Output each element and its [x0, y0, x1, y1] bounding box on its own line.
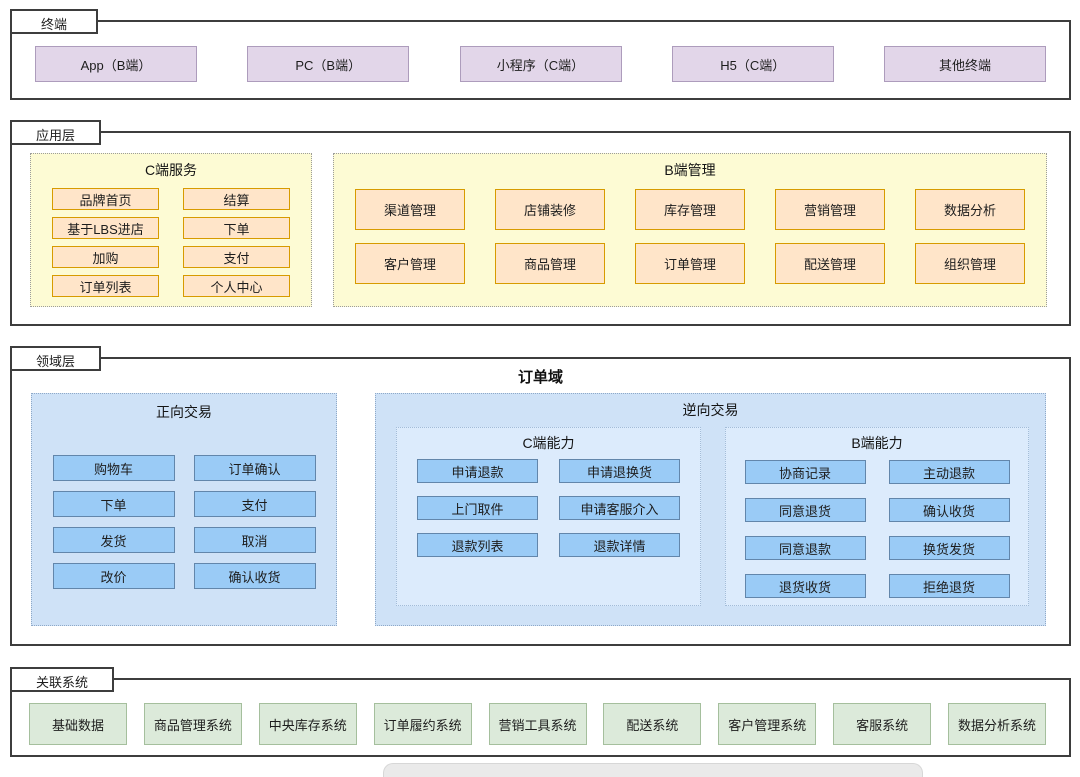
b-management-box: 库存管理 — [635, 189, 745, 230]
forward-trade-box: 购物车 — [52, 455, 175, 481]
domain-layer: 领域层 订单域 正向交易 购物车订单确认下单支付发货取消改价确认收货 逆向交易 … — [10, 346, 1071, 646]
b-capability-box: 拒绝退货 — [888, 574, 1010, 598]
order-domain-title: 订单域 — [517, 369, 563, 386]
application-layer: 应用层 C端服务 品牌首页 结算基于LBS进店 下单加购 支付订单列表 个人中心 B端管… — [10, 120, 1071, 326]
b-management-box: 店铺装修 — [495, 189, 605, 230]
related-systems-tab: 关联系统 — [10, 667, 115, 692]
related-system-box: 客户管理系统 — [718, 703, 817, 745]
b-management-box: 配送管理 — [775, 243, 885, 284]
forward-trade-box: 订单确认 — [193, 455, 316, 481]
forward-trade-box: 确认收货 — [193, 563, 316, 589]
b-management-box: 营销管理 — [775, 189, 885, 230]
related-systems-row: 基础数据商品管理系统中央库存系统订单履约系统营销工具系统配送系统客户管理系统客服… — [29, 703, 1046, 745]
terminal-box: App（B端） — [35, 46, 197, 82]
forward-trade-box: 改价 — [52, 563, 175, 589]
b-capability-box: 换货发货 — [888, 536, 1010, 560]
forward-trade-panel: 正向交易 购物车订单确认下单支付发货取消改价确认收货 — [31, 393, 337, 626]
related-system-box: 商品管理系统 — [143, 703, 242, 745]
b-capability-grid: 协商记录主动退款同意退货确认收货同意退款换货发货退货收货拒绝退货 — [726, 460, 1028, 598]
b-capability-box: 协商记录 — [744, 460, 866, 484]
b-capability-panel: B端能力 协商记录主动退款同意退货确认收货同意退款换货发货退货收货拒绝退货 — [725, 427, 1029, 606]
c-service-box: 结算 — [183, 188, 290, 210]
terminal-box: 其他终端 — [884, 46, 1046, 82]
reverse-trade-title: 逆向交易 — [682, 402, 739, 418]
forward-trade-box: 下单 — [52, 491, 175, 517]
forward-trade-box: 支付 — [193, 491, 316, 517]
c-capability-box: 申请退款 — [417, 459, 538, 483]
c-service-title: C端服务 — [144, 162, 198, 178]
related-systems-layer: 关联系统 基础数据商品管理系统中央库存系统订单履约系统营销工具系统配送系统客户管… — [10, 667, 1071, 757]
related-system-box: 数据分析系统 — [948, 703, 1046, 745]
b-management-title: B端管理 — [664, 162, 716, 178]
application-layer-tab: 应用层 — [10, 120, 102, 145]
terminal-box: 小程序（C端） — [459, 46, 622, 82]
terminal-row: App（B端） PC（B端） 小程序（C端） H5（C端） 其他终端 — [35, 46, 1046, 82]
forward-trade-title: 正向交易 — [156, 404, 212, 420]
c-capability-box: 申请退换货 — [559, 459, 680, 483]
c-service-box: 基于LBS进店 — [52, 217, 159, 239]
b-capability-box: 同意退货 — [744, 498, 866, 522]
forward-trade-box: 发货 — [52, 527, 175, 553]
b-management-box: 商品管理 — [495, 243, 605, 284]
c-capability-box: 申请客服介入 — [559, 496, 680, 520]
b-management-panel: B端管理 渠道管理店铺装修库存管理营销管理数据分析客户管理商品管理订单管理配送管… — [333, 153, 1047, 307]
terminal-layer-tab: 终端 — [10, 9, 98, 34]
b-capability-title: B端能力 — [851, 435, 903, 451]
b-management-box: 组织管理 — [915, 243, 1025, 284]
c-service-box: 支付 — [183, 246, 290, 268]
b-capability-box: 退货收货 — [744, 574, 866, 598]
c-capability-grid: 申请退款申请退换货上门取件申请客服介入退款列表退款详情 — [397, 459, 700, 557]
c-service-box: 个人中心 — [183, 275, 290, 297]
terminal-layer: 终端 App（B端） PC（B端） 小程序（C端） H5（C端） 其他终端 — [10, 9, 1071, 100]
forward-trade-box: 取消 — [193, 527, 316, 553]
b-management-grid: 渠道管理店铺装修库存管理营销管理数据分析客户管理商品管理订单管理配送管理组织管理 — [334, 189, 1046, 284]
b-management-box: 数据分析 — [915, 189, 1025, 230]
related-system-box: 配送系统 — [603, 703, 702, 745]
c-capability-box: 上门取件 — [417, 496, 538, 520]
c-service-box: 品牌首页 — [52, 188, 159, 210]
terminal-box: H5（C端） — [671, 46, 834, 82]
b-capability-box: 主动退款 — [888, 460, 1010, 484]
c-capability-panel: C端能力 申请退款申请退换货上门取件申请客服介入退款列表退款详情 — [396, 427, 701, 606]
related-system-box: 中央库存系统 — [258, 703, 357, 745]
c-service-grid: 品牌首页 结算基于LBS进店 下单加购 支付订单列表 个人中心 — [31, 188, 311, 297]
terminal-box: PC（B端） — [247, 46, 410, 82]
b-management-box: 订单管理 — [635, 243, 745, 284]
b-capability-box: 同意退款 — [744, 536, 866, 560]
b-capability-box: 确认收货 — [888, 498, 1010, 522]
related-system-box: 基础数据 — [29, 703, 127, 745]
c-service-box: 加购 — [52, 246, 159, 268]
domain-layer-tab: 领域层 — [10, 346, 102, 371]
c-capability-title: C端能力 — [522, 435, 575, 451]
related-system-box: 营销工具系统 — [488, 703, 587, 745]
c-service-box: 下单 — [183, 217, 290, 239]
c-service-box: 订单列表 — [52, 275, 159, 297]
b-management-box: 渠道管理 — [355, 189, 465, 230]
b-management-box: 客户管理 — [355, 243, 465, 284]
cutoff-toolbar — [383, 763, 923, 777]
related-system-box: 客服系统 — [833, 703, 932, 745]
forward-trade-grid: 购物车订单确认下单支付发货取消改价确认收货 — [32, 455, 336, 589]
c-service-panel: C端服务 品牌首页 结算基于LBS进店 下单加购 支付订单列表 个人中心 — [30, 153, 312, 307]
c-capability-box: 退款列表 — [417, 533, 538, 557]
c-capability-box: 退款详情 — [559, 533, 680, 557]
reverse-trade-panel: 逆向交易 C端能力 申请退款申请退换货上门取件申请客服介入退款列表退款详情 B端… — [375, 393, 1046, 626]
related-system-box: 订单履约系统 — [373, 703, 472, 745]
